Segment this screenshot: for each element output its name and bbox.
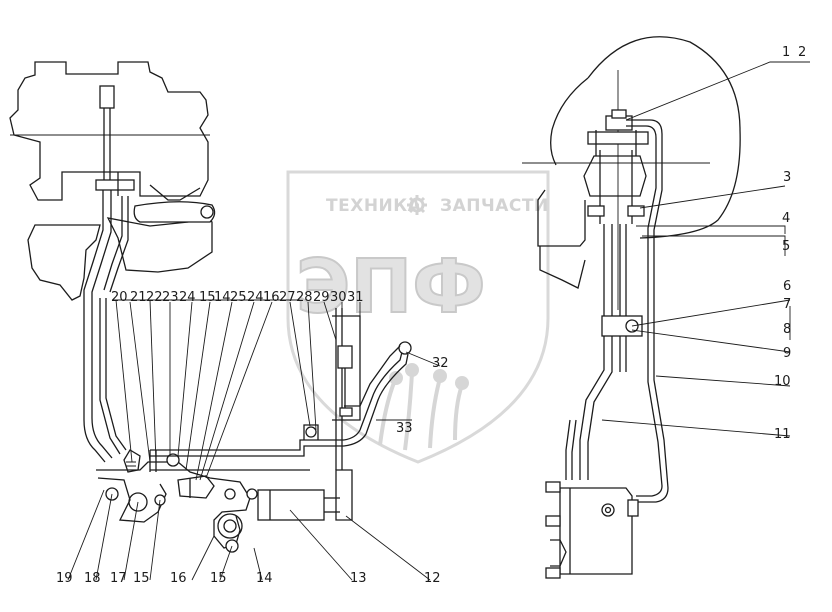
- callout-3: 3: [783, 170, 791, 185]
- callout-16-top: 16: [263, 290, 280, 305]
- engine-bolt: [95, 85, 135, 196]
- callout-15-top: 15: [199, 290, 216, 305]
- callout-27: 27: [279, 290, 296, 305]
- callout-19: 19: [56, 571, 73, 586]
- left-pipeline: [83, 190, 129, 463]
- callout-17: 17: [110, 571, 127, 586]
- callout-16-lower: 16: [170, 571, 187, 586]
- callout-11: 11: [774, 427, 791, 442]
- callout-25: 25: [230, 290, 247, 305]
- callout-15-lower: 15: [210, 571, 227, 586]
- callout-31: 31: [347, 290, 364, 305]
- right-flange-assembly: [583, 109, 649, 224]
- callout-18: 18: [84, 571, 101, 586]
- callout-labels: 1 2 3 4 5 6 7 8 9 10 11 12 13 14 15 16 1…: [56, 45, 806, 586]
- watermark-logo: ЭПФ: [296, 244, 486, 330]
- callout-10: 10: [774, 374, 791, 389]
- watermark: ТЕХНИКА ЗАПЧАСТИ ЭПФ: [286, 170, 550, 464]
- callout-14: 14: [256, 571, 273, 586]
- callout-7: 7: [783, 297, 791, 312]
- callout-30: 30: [330, 290, 347, 305]
- callout-23: 23: [162, 290, 179, 305]
- callout-12: 12: [424, 571, 441, 586]
- callout-15-left: 15: [133, 571, 150, 586]
- callout-33: 33: [396, 421, 413, 436]
- callout-8: 8: [783, 322, 791, 337]
- lower-left-valve: [96, 449, 258, 553]
- gear-icon: [407, 195, 427, 215]
- callout-6: 6: [783, 279, 791, 294]
- callout-14-top: 14: [214, 290, 231, 305]
- callout-4: 4: [782, 211, 790, 226]
- callout-29: 29: [313, 290, 330, 305]
- callout-24: 24: [179, 290, 196, 305]
- leader-lines: [67, 61, 810, 581]
- callout-20: 20: [111, 290, 128, 305]
- watermark-text-left: ТЕХНИКА: [326, 196, 422, 216]
- watermark-shield: [286, 170, 550, 464]
- callout-9: 9: [783, 346, 791, 361]
- watermark-text-right: ЗАПЧАСТИ: [440, 196, 549, 216]
- middle-pipeline: [150, 341, 412, 471]
- callout-22: 22: [146, 290, 163, 305]
- callout-13: 13: [350, 571, 367, 586]
- mounting-bracket: [332, 308, 361, 521]
- engine-block-left: [9, 61, 216, 301]
- callout-1: 1: [782, 45, 790, 60]
- callout-24-top: 24: [247, 290, 264, 305]
- right-housing: [522, 36, 741, 310]
- hydraulic-cylinder: [257, 489, 340, 521]
- callout-21: 21: [130, 290, 147, 305]
- callout-28: 28: [296, 290, 313, 305]
- callout-2: 2: [798, 45, 806, 60]
- right-pipeline: [565, 119, 669, 503]
- callout-32: 32: [432, 356, 449, 371]
- callout-5: 5: [782, 239, 790, 254]
- right-distributor-valve: [545, 481, 639, 579]
